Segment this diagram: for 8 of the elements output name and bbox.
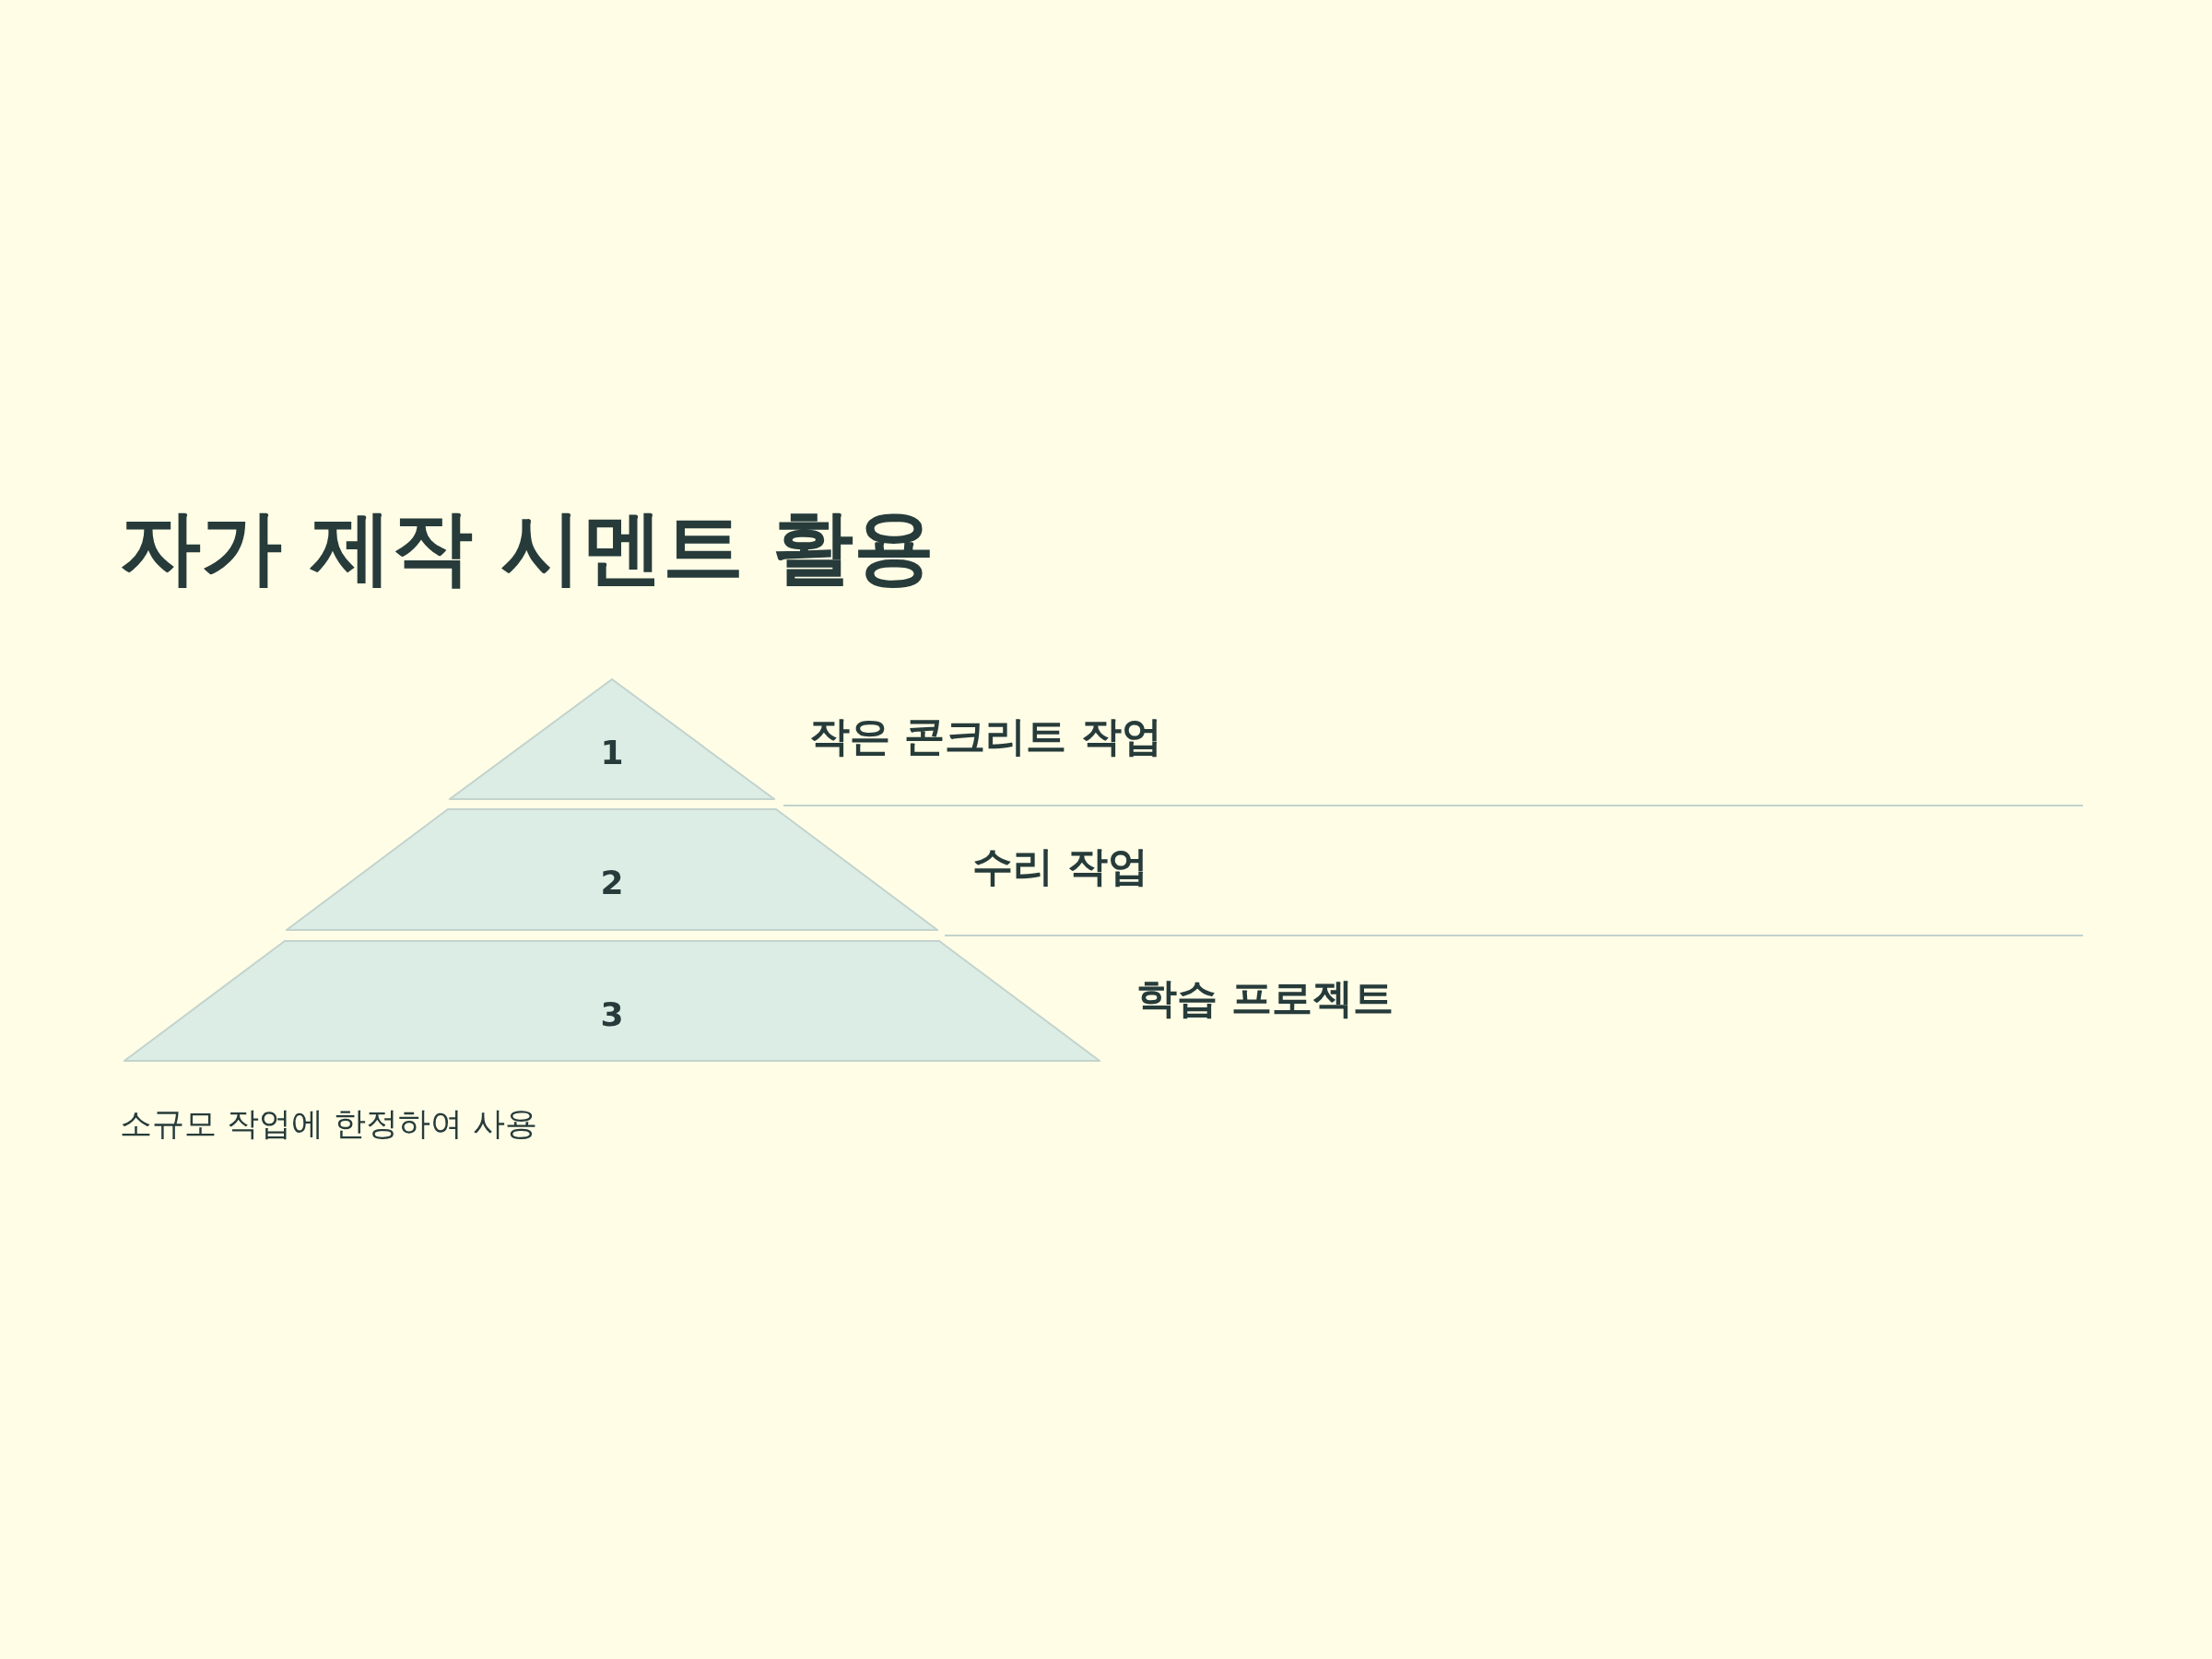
- tier-label: 학습 프로젝트: [1136, 973, 1394, 1023]
- tier-label: 수리 작업: [972, 841, 1149, 891]
- slide-title: 자가 제작 시멘트 활용: [120, 499, 935, 596]
- tier-number: 3: [599, 994, 625, 1033]
- caption-text: 소규모 작업에 한정하여 사용: [120, 1104, 538, 1144]
- tier-label: 작은 콘크리트 작업: [809, 712, 1162, 761]
- tier-number: 1: [599, 733, 625, 771]
- tier-number: 2: [599, 864, 625, 902]
